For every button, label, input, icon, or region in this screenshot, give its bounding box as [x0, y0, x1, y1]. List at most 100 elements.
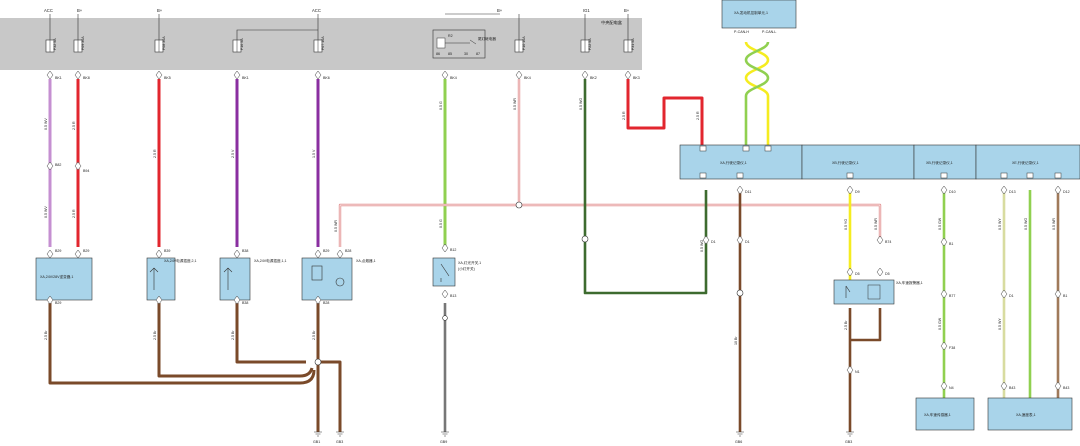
svg-text:D1: D1 — [745, 240, 750, 244]
svg-text:尾灯继电器: 尾灯继电器 — [478, 36, 496, 41]
connector-pin — [736, 235, 744, 245]
wire-label: 0.5 WY — [998, 218, 1002, 230]
svg-text:BK4: BK4 — [524, 76, 531, 80]
svg-text:GB3: GB3 — [845, 440, 852, 444]
connector-pin — [314, 295, 322, 305]
svg-text:86: 86 — [436, 52, 440, 56]
connector-pin — [233, 70, 241, 80]
wire-label: 2.5 R — [72, 209, 76, 218]
wire-label: 0.5 WR — [334, 220, 338, 232]
connector-pin — [1054, 185, 1062, 195]
fuse-f31 — [623, 39, 633, 53]
connector-pin — [876, 235, 884, 245]
svg-text:F10 10A: F10 10A — [522, 36, 526, 50]
supply-label: B+ — [157, 8, 163, 13]
speed-sensor: XA,车速传感器,1 — [915, 397, 975, 431]
connector-pin — [846, 365, 854, 375]
fuse-f16 — [232, 39, 242, 53]
wire-brown — [157, 303, 314, 378]
svg-text:D5: D5 — [885, 272, 890, 276]
svg-text:B13: B13 — [450, 294, 456, 298]
svg-text:B38: B38 — [242, 301, 248, 305]
svg-text:F31 5A: F31 5A — [631, 38, 635, 50]
wire-label: 0.5 WR — [1052, 218, 1056, 230]
wire-brown — [316, 303, 342, 432]
svg-text:XA,车速传感器,1: XA,车速传感器,1 — [924, 412, 951, 417]
svg-text:B29: B29 — [55, 249, 61, 253]
ground-symbols: GB1 GB3 GB9 GB6 GB3 — [313, 431, 854, 444]
svg-text:XA,24V/28V逆变器,1: XA,24V/28V逆变器,1 — [40, 274, 73, 279]
svg-text:XA,灯光开关,1: XA,灯光开关,1 — [458, 260, 481, 265]
wire-label: 2.5 R — [696, 111, 700, 120]
svg-text:N1: N1 — [855, 370, 860, 374]
tachograph-unit-d: XE,行驶记录仪,1 — [975, 144, 1080, 180]
connector-pin — [940, 289, 948, 299]
supply-label: B+ — [77, 8, 83, 13]
connector-pin — [314, 249, 322, 259]
connector-pin — [940, 341, 948, 351]
wire-label: 0.5 GW — [938, 317, 942, 330]
wire-label: 0.5 WV — [44, 118, 48, 130]
svg-text:B38: B38 — [242, 249, 248, 253]
svg-text:B82: B82 — [55, 163, 61, 167]
svg-text:F08 30A: F08 30A — [162, 36, 166, 50]
svg-text:87: 87 — [476, 52, 480, 56]
fuse-panel-label: 中央配电盒 — [601, 19, 623, 26]
connector-pin — [1054, 289, 1062, 299]
svg-text:B28: B28 — [323, 301, 329, 305]
svg-text:XA,24V电源插座,2,1: XA,24V电源插座,2,1 — [164, 258, 197, 263]
supply-label: IG1 — [583, 8, 590, 13]
svg-text:B43: B43 — [1009, 386, 1015, 390]
connector-pins-mid: B82 B94 B12 B13 D1 D1 D11 D9 B74 D10 D13… — [46, 161, 1070, 391]
wire-label: 2.5 R — [153, 149, 157, 158]
svg-text:D10: D10 — [949, 190, 956, 194]
connector-pin — [441, 289, 449, 299]
svg-text:GB6: GB6 — [735, 440, 742, 444]
wire-label: 0.5 WY — [998, 318, 1002, 330]
connector-pin — [155, 249, 163, 259]
ground-icon — [846, 431, 854, 437]
connector-pin — [1000, 185, 1008, 195]
connector-pin — [940, 237, 948, 247]
svg-text:(小灯开关): (小灯开关) — [458, 266, 475, 271]
svg-text:XA,发动机控制单元,1: XA,发动机控制单元,1 — [734, 10, 768, 15]
svg-text:D9: D9 — [855, 190, 860, 194]
supply-label: ACC — [44, 8, 53, 13]
speed-alarm: XA,车速报警器,1 D5 D5 — [833, 267, 923, 305]
engine-ecu: XA,发动机控制单元,1 P-CAN-H P-CAN-L — [721, 0, 797, 34]
power-socket-2: XA,24V电源插座,2,1 B39 — [146, 249, 197, 305]
inverter: XA,24V/28V逆变器,1 B29 B29 B29 — [35, 249, 93, 305]
wire-can-high — [744, 41, 770, 145]
svg-text:D12: D12 — [1063, 190, 1070, 194]
wire-darkgreen — [583, 79, 708, 295]
svg-text:XA,车速报警器,1: XA,车速报警器,1 — [896, 280, 923, 285]
svg-text:F16 5A: F16 5A — [240, 38, 244, 50]
svg-text:XA,速度表,1: XA,速度表,1 — [1016, 412, 1036, 417]
svg-text:BK2: BK2 — [590, 76, 597, 80]
ground-icon — [441, 431, 449, 437]
svg-text:B74: B74 — [885, 240, 891, 244]
svg-text:B29: B29 — [55, 301, 61, 305]
power-socket-1: XA,24V电源插座,1,1 B38 B38 — [219, 249, 287, 305]
wire-label: 1.5 V — [312, 149, 316, 158]
svg-text:GB3: GB3 — [336, 440, 343, 444]
wire-label: 2.5 Br — [312, 330, 316, 340]
wire-pinkred-core — [339, 79, 881, 247]
connector-pin — [1000, 381, 1008, 391]
connector-pin — [940, 185, 948, 195]
svg-text:XA,行驶记录仪,1: XA,行驶记录仪,1 — [720, 160, 747, 165]
svg-text:B94: B94 — [83, 169, 89, 173]
wire-label: 10 Br — [734, 336, 738, 345]
svg-text:B39: B39 — [164, 249, 170, 253]
svg-text:BK5: BK5 — [164, 76, 171, 80]
svg-text:85: 85 — [448, 52, 452, 56]
svg-text:P-CAN-H: P-CAN-H — [734, 30, 749, 34]
svg-text:BK3: BK3 — [633, 76, 640, 80]
svg-text:GB1: GB1 — [313, 440, 320, 444]
connector-pin — [314, 70, 322, 80]
tail-lamp-relay: R2 尾灯继电器 86 85 30 87 — [432, 29, 496, 59]
connector-pin — [441, 70, 449, 80]
fuse-f32 — [45, 39, 55, 53]
connector-pin — [515, 70, 523, 80]
